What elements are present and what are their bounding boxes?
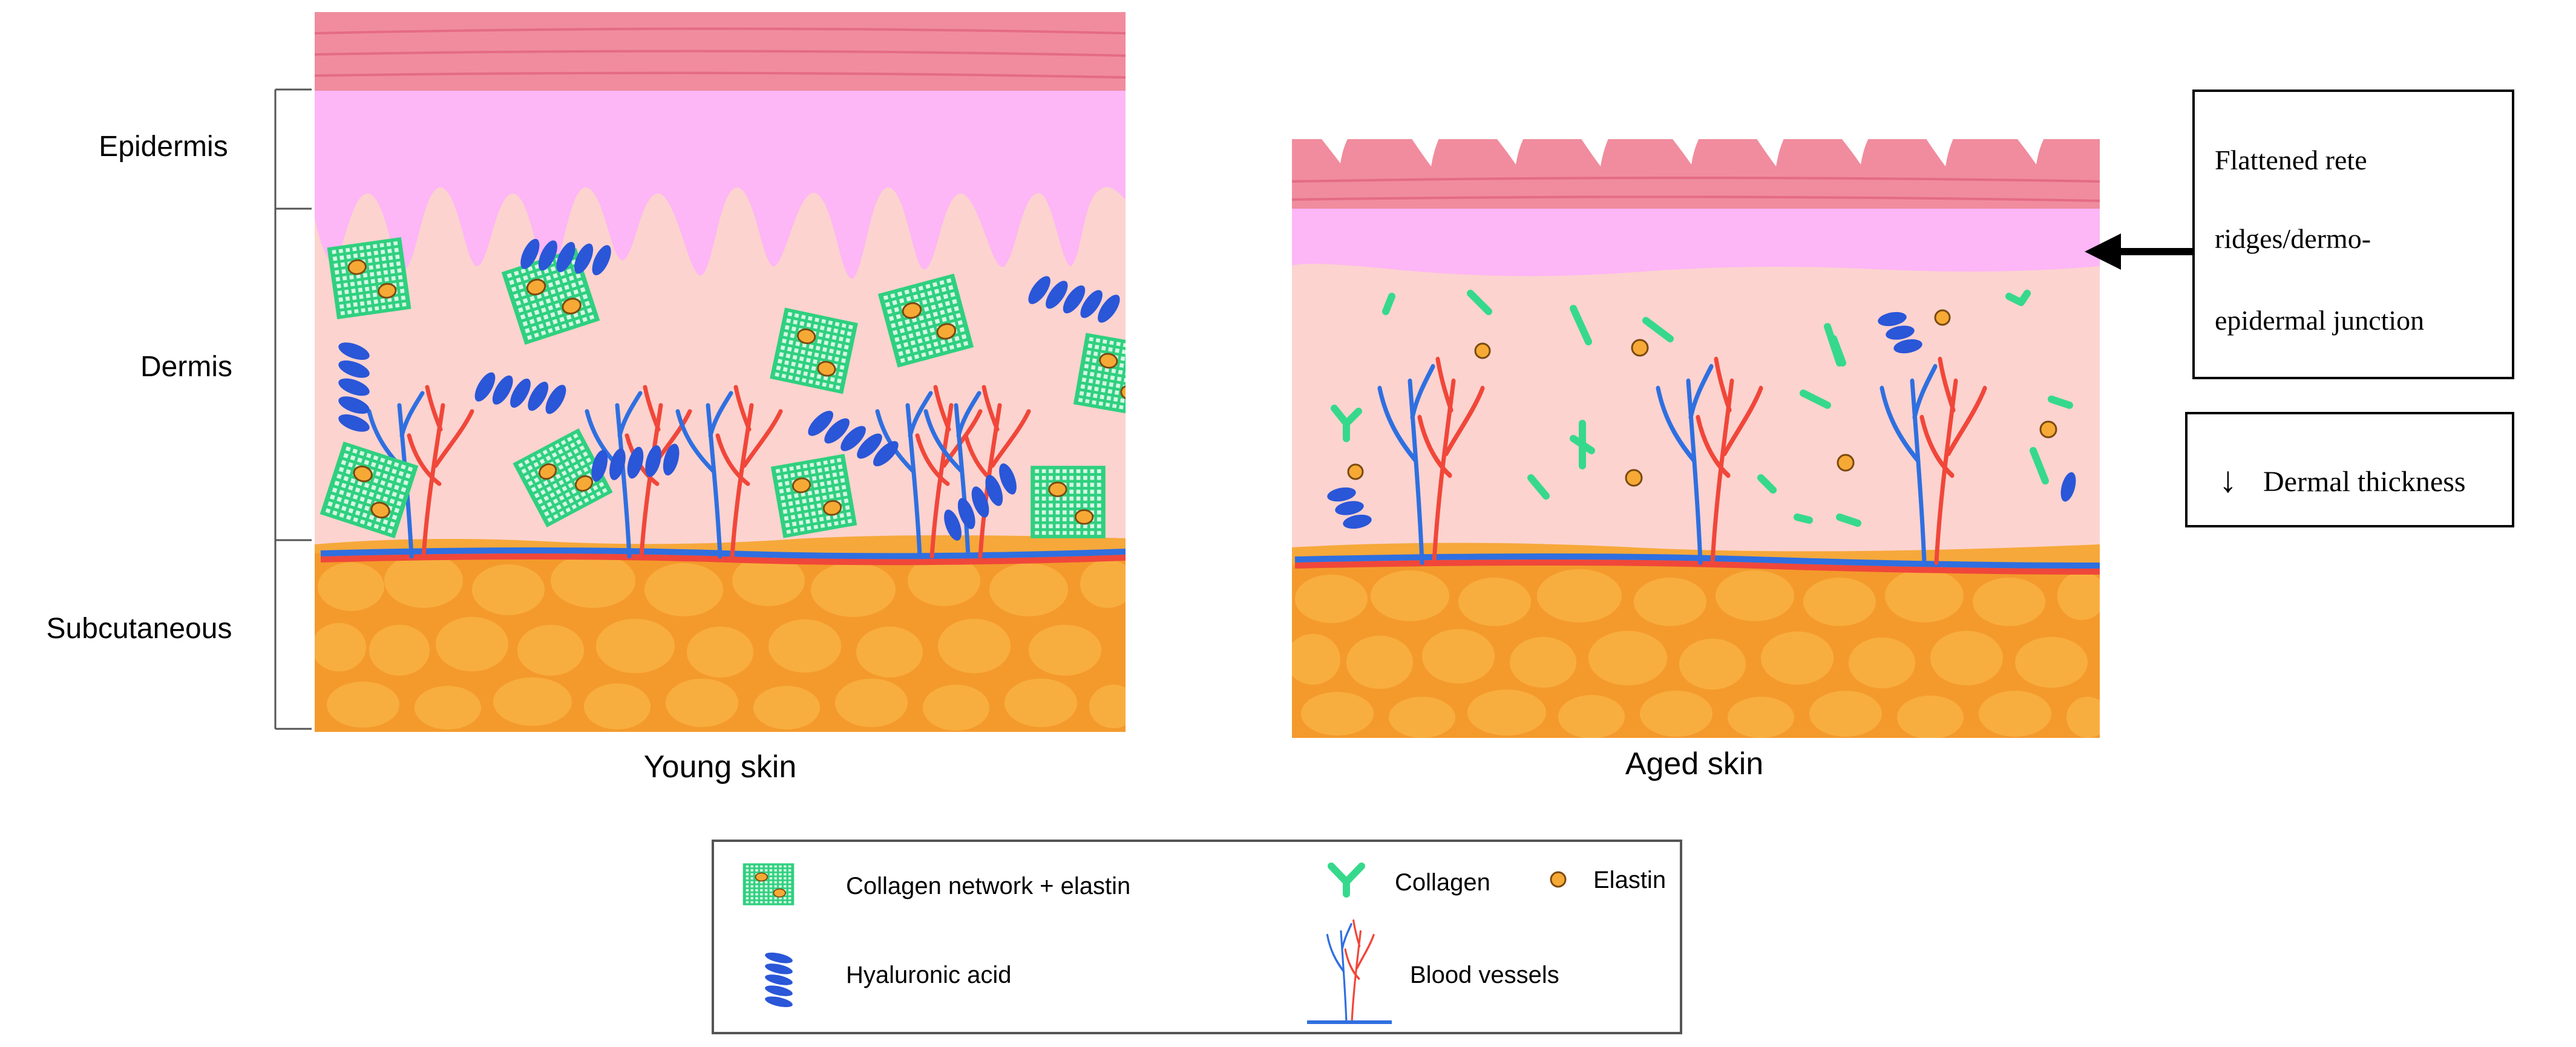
legend-collagen-label: Collagen	[1395, 869, 1490, 896]
dermis-label: Dermis	[140, 351, 232, 383]
legend-blood-vessels-label: Blood vessels	[1410, 962, 1559, 988]
legend-elastin-label: Elastin	[1593, 867, 1666, 893]
legend-collagen-network-icon	[742, 863, 795, 905]
dermal-thickness-text: Dermal thickness	[2263, 466, 2466, 498]
aged-elastin-dots	[1347, 309, 2057, 487]
legend-elastin-icon	[1550, 871, 1567, 888]
aged-stratum-lines	[1292, 177, 2100, 202]
young-epidermis-layer	[315, 85, 1126, 279]
rete-ridges-arrow	[2085, 233, 2194, 270]
aged-hyaluronic-acid	[1322, 301, 2076, 540]
rete-ridges-text: Flattened rete ridges/dermo- epidermal j…	[2215, 145, 2424, 336]
legend-collagen-icon	[1328, 863, 1365, 898]
aged-skin-panel	[1292, 130, 2100, 738]
layer-bracket	[274, 88, 312, 730]
legend-collagen-network-label: Collagen network + elastin	[846, 873, 1130, 899]
rete-ridges-box	[2192, 90, 2514, 379]
legend-blood-vessels-icon	[1307, 921, 1392, 1024]
young-stratum-lines	[315, 27, 1126, 79]
aged-fat-cells	[1292, 569, 2100, 738]
aged-epidermis-layer	[1292, 200, 2100, 276]
rete-ridges-line-2: ridges/dermo-	[2215, 223, 2371, 254]
aged-base-vessels	[1294, 553, 2100, 575]
young-skin-panel	[315, 12, 1126, 732]
subcutaneous-label: Subcutaneous	[47, 613, 232, 645]
legend-hyaluronic-acid-label: Hyaluronic acid	[846, 962, 1011, 988]
dermal-thickness-box	[2185, 412, 2514, 527]
rete-ridges-line-3: epidermal junction	[2215, 305, 2424, 336]
legend-box	[712, 840, 1682, 1034]
epidermis-label: Epidermis	[99, 131, 228, 163]
down-arrow-icon: ↓	[2219, 460, 2237, 500]
young-skin-caption: Young skin	[644, 749, 797, 784]
aged-collagen-fragments	[1331, 290, 2073, 527]
aged-skin-caption: Aged skin	[1625, 746, 1763, 781]
aged-surface-cracks	[1292, 130, 2100, 166]
young-fat-cells	[315, 553, 1126, 731]
rete-ridges-line-1: Flattened rete	[2215, 145, 2367, 175]
young-base-vessels	[320, 547, 1126, 566]
